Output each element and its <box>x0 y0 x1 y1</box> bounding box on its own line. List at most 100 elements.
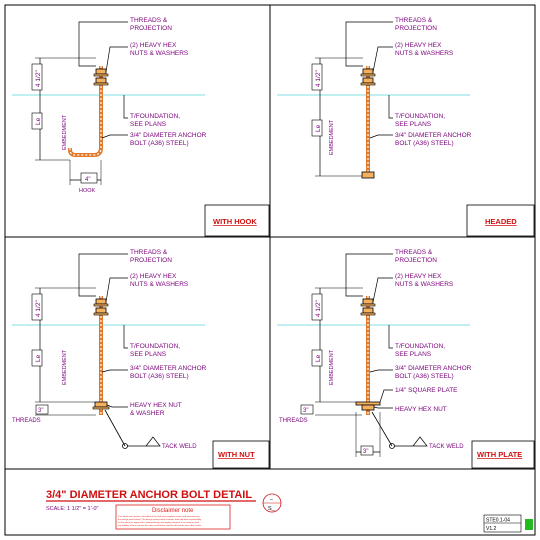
bottom-nut <box>361 404 375 411</box>
detail-symbol-bottom: S_ <box>268 506 276 512</box>
bolt-label-2: BOLT (A36) STEEL) <box>130 140 189 147</box>
panel-with-hook <box>12 21 270 237</box>
threads-dim-label: THREADS <box>12 418 41 424</box>
weld-leader <box>371 411 393 447</box>
drawing-scale: SCALE: 1 1/2" = 1'-0" <box>46 506 99 512</box>
projection-dim: 4 1/2" <box>35 300 42 317</box>
threads-label-1: THREADS & <box>395 249 433 256</box>
nuts-leader <box>372 277 393 303</box>
bolt-leader <box>101 369 128 373</box>
bolt-label-1: 3/4" DIAMETER ANCHOR <box>130 365 207 372</box>
nuts-label-2: NUTS & WASHERS <box>395 50 454 57</box>
foundation-label-1: T/FOUNDATION, <box>395 343 445 350</box>
bolt-label-1: 3/4" DIAMETER ANCHOR <box>130 132 207 139</box>
panel-with-plate <box>277 253 535 469</box>
bolt-leader <box>369 134 393 139</box>
nuts-label-1: (2) HEAVY HEX <box>395 42 442 49</box>
threads-leader <box>78 21 128 67</box>
threads-leader <box>345 21 393 67</box>
lower-nut <box>362 307 374 314</box>
threads-dim: 3" <box>38 408 43 414</box>
bolt-label-1: 3/4" DIAMETER ANCHOR <box>395 132 472 139</box>
threads-label-2: PROJECTION <box>395 257 437 264</box>
top-washer <box>93 303 109 307</box>
panel-headed <box>277 21 535 237</box>
nuts-label-2: NUTS & WASHERS <box>130 281 189 288</box>
foundation-leader <box>123 95 128 119</box>
foundation-label-1: T/FOUNDATION, <box>130 343 180 350</box>
lower-nut <box>95 307 107 314</box>
foundation-leader <box>388 325 393 349</box>
bottom-nut-label-1: HEAVY HEX NUT <box>130 402 182 409</box>
bolt-label-2: BOLT (A36) STEEL) <box>130 373 189 380</box>
status-indicator <box>525 519 533 530</box>
top-nut <box>362 298 374 305</box>
tack-weld-label: TACK WELD <box>429 444 464 450</box>
embedment-label: EMBEDMENT <box>62 349 68 385</box>
top-washer <box>93 73 109 77</box>
panel-title: WITH PLATE <box>477 450 522 459</box>
bolt-leader <box>101 134 128 139</box>
embed-dim: Le <box>315 354 322 362</box>
sheet-version: V1.2 <box>486 526 497 532</box>
embed-dim: Le <box>35 354 42 362</box>
embedment-label: EMBEDMENT <box>329 119 335 155</box>
drawing-title: 3/4" DIAMETER ANCHOR BOLT DETAIL <box>46 489 252 501</box>
threads-leader <box>78 253 128 297</box>
nuts-leader <box>105 277 128 303</box>
panel-title: HEADED <box>485 217 517 226</box>
plate-leader <box>379 389 393 403</box>
panel-title: WITH NUT <box>218 450 255 459</box>
top-washer <box>360 303 376 307</box>
threads-label-1: THREADS & <box>395 17 433 24</box>
threads-label-2: PROJECTION <box>395 25 437 32</box>
foundation-label-1: T/FOUNDATION, <box>130 113 180 120</box>
bolt-leader <box>369 369 393 373</box>
nuts-leader <box>372 46 393 73</box>
threads-leader <box>345 253 393 297</box>
disclaimer-line-4: any liability. Please remove the notes c… <box>118 524 202 527</box>
embed-dim: Le <box>35 117 42 125</box>
nuts-label-2: NUTS & WASHERS <box>395 281 454 288</box>
bottom-nut-leader <box>373 406 393 409</box>
square-plate <box>355 401 381 406</box>
embedment-label: EMBEDMENT <box>329 349 335 385</box>
plate-label: 1/4" SQUARE PLATE <box>395 387 458 394</box>
threads-label-1: THREADS & <box>130 249 168 256</box>
lower-washer <box>93 312 109 316</box>
lower-washer <box>360 82 376 86</box>
lower-washer <box>360 312 376 316</box>
bolt-label-1: 3/4" DIAMETER ANCHOR <box>395 365 472 372</box>
foundation-label-2: SEE PLANS <box>395 351 432 358</box>
embedment-label: EMBEDMENT <box>62 114 68 150</box>
bottom-nut-label: HEAVY HEX NUT <box>395 406 447 413</box>
panel-with-nut <box>12 253 270 469</box>
disclaimer-title: Disclaimer note <box>152 508 194 514</box>
hook-label: HOOK <box>79 188 96 194</box>
panel-title: WITH HOOK <box>213 217 257 226</box>
disclaimer-line-3: for this detail as approved in independe… <box>118 521 199 524</box>
embed-dim: Le <box>315 124 322 132</box>
threads-dim-label: THREADS <box>279 418 308 424</box>
foundation-label-1: T/FOUNDATION, <box>395 113 445 120</box>
tack-weld-label: TACK WELD <box>162 444 197 450</box>
threads-label-1: THREADS & <box>130 17 168 24</box>
text-layer: THREADS & PROJECTION (2) HEAVY HEX NUTS … <box>12 17 533 533</box>
nuts-label-1: (2) HEAVY HEX <box>130 42 177 49</box>
disclaimer-line-2: the design professional. The design prof… <box>118 518 202 521</box>
threads-label-2: PROJECTION <box>130 257 172 264</box>
detail-symbol-top: – <box>270 497 273 503</box>
threads-dim: 3" <box>303 408 308 414</box>
sheet-number: STE0.1-04 <box>486 518 510 524</box>
lower-nut <box>362 77 374 84</box>
foundation-label-2: SEE PLANS <box>130 121 167 128</box>
foundation-label-2: SEE PLANS <box>130 351 167 358</box>
bottom-nut-label-2: & WASHER <box>130 410 165 417</box>
nuts-label-1: (2) HEAVY HEX <box>395 273 442 280</box>
top-washer <box>360 73 376 77</box>
disclaimer-line-1: This detail must not be used without the… <box>118 515 200 518</box>
nuts-label-2: NUTS & WASHERS <box>130 50 189 57</box>
top-nut <box>362 68 374 75</box>
projection-dim: 4 1/2" <box>315 300 322 317</box>
sheet-number-box <box>483 514 522 533</box>
